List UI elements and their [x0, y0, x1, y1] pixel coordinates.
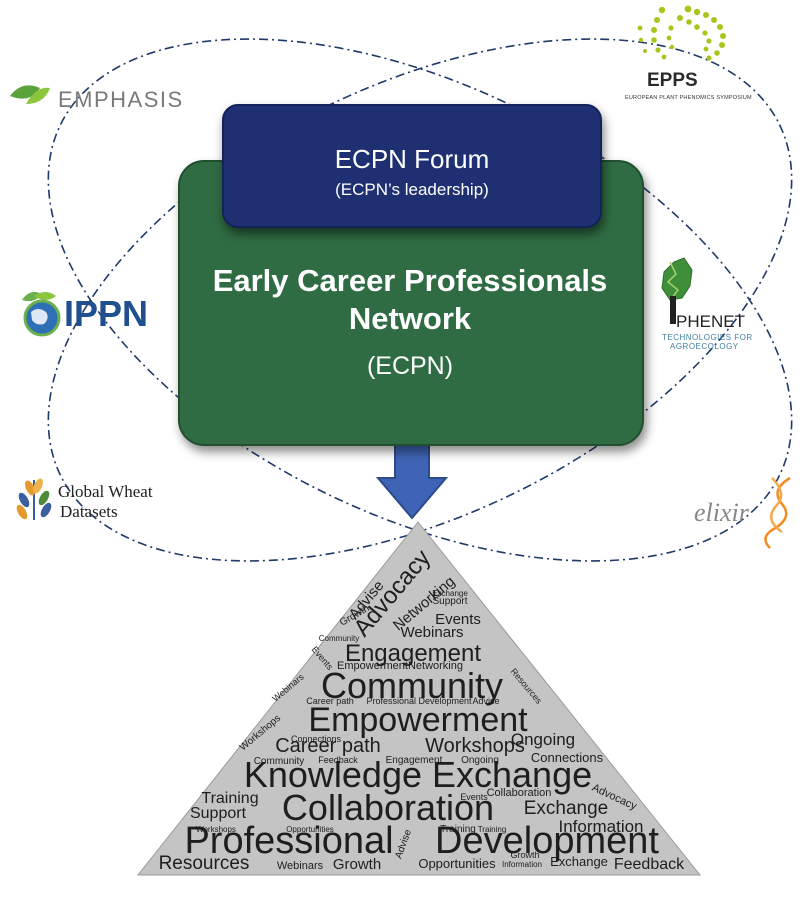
phenet-logo: PHENET	[676, 312, 745, 331]
word-cloud-term: Webinars	[400, 624, 463, 641]
emphasis-leaf-icon	[10, 85, 50, 104]
ecpn-title-line1: Early Career Professionals	[212, 263, 608, 298]
ecpn-forum-box: ECPN Forum (ECPN’s leadership)	[222, 104, 602, 228]
word-cloud-term: Professional Development	[366, 696, 472, 706]
word-cloud-term: Feedback	[318, 755, 358, 765]
word-cloud-term: Webinars	[277, 860, 324, 872]
word-cloud-term: Ongoing	[511, 730, 575, 749]
elixir-logo: elixir	[694, 498, 749, 527]
global-wheat-logo-line2: Datasets	[60, 502, 118, 521]
global-wheat-logo-line1: Global Wheat	[58, 482, 153, 501]
ecpn-abbreviation: (ECPN)	[366, 352, 454, 380]
word-cloud-term: Exchange	[432, 589, 468, 598]
word-cloud-term: Opportunities	[418, 856, 496, 871]
word-cloud-term: Information	[558, 817, 643, 836]
word-cloud-term: Growth	[333, 856, 381, 873]
phenet-subtitle-2: AGROECOLOGY	[670, 342, 739, 351]
word-cloud-term: Exchange	[524, 798, 609, 819]
word-cloud-term: Engagement	[345, 640, 481, 667]
word-cloud-term: Community	[254, 756, 305, 767]
ecpn-title: Early Career Professionals Network	[180, 262, 640, 338]
word-cloud-term: Events	[435, 611, 481, 628]
word-cloud-term: Empowerment	[308, 701, 528, 739]
word-cloud-term: Feedback	[614, 856, 685, 873]
epps-logo-subtitle: EUROPEAN PLANT PHENOMICS SYMPOSIUM	[625, 95, 752, 101]
emphasis-logo: EMPHASIS	[58, 87, 184, 112]
forum-subtitle: (ECPN’s leadership)	[335, 180, 489, 199]
forum-title: ECPN Forum	[334, 144, 490, 174]
word-cloud-term: Professional	[184, 820, 393, 862]
word-cloud-term: Workshops	[196, 825, 236, 834]
word-cloud-term: Information	[502, 860, 542, 869]
word-cloud-term: Workshops	[425, 735, 525, 757]
orbit-ellipse-1	[47, 38, 793, 562]
word-cloud-term: Support	[190, 805, 247, 822]
word-cloud-term: Career path	[275, 735, 381, 757]
word-cloud-term: Collaboration	[487, 787, 552, 799]
phenet-subtitle-1: TECHNOLOGIES FOR	[662, 333, 753, 342]
ippn-logo: IPPN	[64, 293, 149, 334]
word-cloud-term: Training	[440, 824, 476, 835]
phenet-tree-icon	[661, 257, 693, 324]
word-cloud-term: Resources	[159, 853, 250, 874]
word-cloud-pyramid	[136, 521, 702, 876]
word-cloud-term: Collaboration	[282, 787, 494, 828]
word-cloud-term: Opportunities	[286, 825, 334, 834]
ippn-globe-icon	[22, 292, 61, 337]
word-cloud-term: Knowledge Exchange	[244, 754, 592, 795]
word-cloud-term: Engagement	[386, 755, 443, 766]
elixir-helix-icon	[764, 476, 791, 549]
word-cloud-term: Development	[435, 820, 659, 862]
word-cloud-term: Training	[478, 825, 507, 834]
word-cloud-term: Advise	[472, 696, 499, 706]
wheat-icon	[16, 478, 52, 520]
word-cloud-term: Ongoing	[461, 755, 499, 766]
word-cloud: Professional Development Knowledge Exchang…	[159, 545, 686, 874]
epps-logo: EPPS	[647, 70, 698, 91]
word-cloud-term: Training	[201, 790, 258, 807]
word-cloud-term: Connections	[531, 750, 604, 765]
ecpn-title-line2: Network	[348, 301, 472, 336]
word-cloud-term: Exchange	[550, 854, 608, 869]
word-cloud-term: Support	[432, 596, 467, 607]
word-cloud-term: Community	[321, 665, 503, 706]
epps-dots-icon	[637, 5, 726, 61]
word-cloud-term: Connections	[291, 734, 342, 744]
word-cloud-term: EmpowermentNetworking	[337, 660, 463, 672]
word-cloud-term: Community	[319, 634, 359, 643]
word-cloud-term: Events	[460, 792, 488, 802]
word-cloud-term: Career path	[306, 696, 354, 706]
word-cloud-term: Growth	[510, 850, 539, 860]
